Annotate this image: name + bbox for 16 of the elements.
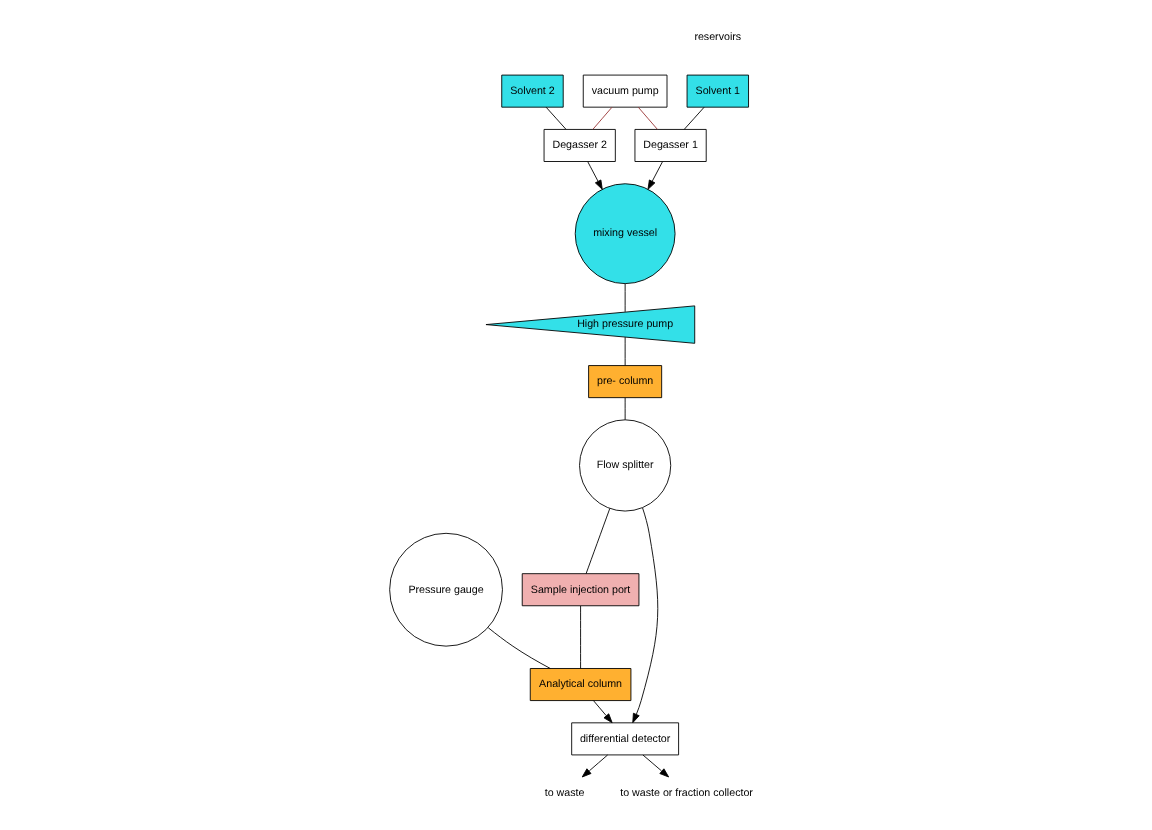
connector: [584, 508, 610, 575]
arrow: [586, 161, 602, 190]
arrow: [592, 700, 612, 724]
connector: [623, 397, 625, 421]
arrow: [641, 754, 669, 778]
arrow: [646, 161, 662, 190]
connector: [623, 336, 625, 366]
connector: [591, 106, 612, 130]
connector: [486, 627, 550, 669]
connector: [579, 605, 581, 669]
arrow: [631, 507, 658, 724]
connector: [544, 106, 566, 130]
connector: [682, 106, 704, 130]
connector: [636, 106, 657, 130]
connector: [623, 283, 625, 313]
arrow: [580, 754, 608, 778]
